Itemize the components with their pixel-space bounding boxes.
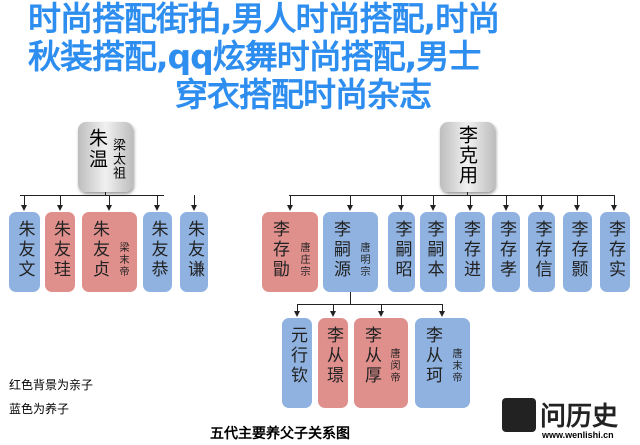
person-box: 朱友谦 bbox=[180, 212, 208, 292]
person-box: 李嗣源唐明宗 bbox=[323, 212, 378, 292]
overlay-text-line-3: 穿衣搭配时尚杂志 bbox=[175, 75, 432, 114]
person-box: 李存孝 bbox=[492, 212, 520, 292]
arrow-icon bbox=[467, 195, 473, 211]
person-title: 梁末帝 bbox=[117, 242, 128, 278]
connector-line bbox=[20, 195, 164, 196]
person-box: 李存勖唐庄宗 bbox=[262, 212, 318, 292]
overlay-text-line-2: 秋装搭配,qq炫舞时尚搭配,男士 bbox=[28, 37, 481, 76]
arrow-icon bbox=[378, 304, 384, 317]
arrow-icon bbox=[398, 195, 404, 211]
person-name: 朱友贞 bbox=[89, 220, 109, 280]
parent-box-li-keyong: 李克用 bbox=[440, 122, 495, 192]
person-box: 朱友贞梁末帝 bbox=[82, 212, 137, 292]
person-name: 李存实 bbox=[605, 220, 625, 280]
person-box: 朱友珪 bbox=[45, 212, 75, 292]
arrow-icon bbox=[330, 304, 336, 317]
person-name: 李嗣源 bbox=[330, 220, 350, 280]
arrow-icon bbox=[430, 195, 436, 211]
legend-blue: 蓝色为养子 bbox=[9, 402, 70, 416]
arrow-icon bbox=[294, 304, 300, 317]
caption: 五代主要养父子关系图 bbox=[210, 426, 350, 442]
arrow-icon bbox=[574, 195, 580, 211]
parent-name: 朱温 bbox=[86, 128, 108, 170]
person-box: 李存进 bbox=[455, 212, 485, 292]
parent-name: 李克用 bbox=[456, 125, 478, 185]
person-name: 元行钦 bbox=[287, 326, 307, 386]
person-title: 唐末帝 bbox=[450, 348, 461, 384]
parent-box-zhu-wen: 朱温 梁太祖 bbox=[78, 122, 133, 192]
connector-line bbox=[297, 304, 443, 305]
arrow-icon bbox=[538, 195, 544, 211]
overlay-text-line-1: 时尚搭配街拍,男人时尚搭配,时尚 bbox=[28, 0, 500, 38]
person-name: 朱友谦 bbox=[184, 220, 204, 280]
person-box: 李存颢 bbox=[563, 212, 592, 292]
person-name: 李嗣本 bbox=[423, 220, 444, 280]
person-title: 唐明宗 bbox=[358, 242, 369, 278]
person-name: 李存孝 bbox=[496, 220, 516, 280]
connector-line bbox=[105, 192, 106, 195]
arrow-icon bbox=[106, 195, 112, 211]
logo-url: www.wenlishi.cn bbox=[542, 430, 614, 440]
person-title: 唐闵帝 bbox=[388, 348, 399, 384]
person-title: 唐庄宗 bbox=[298, 242, 309, 278]
arrow-icon bbox=[154, 195, 160, 211]
parent-title: 梁太祖 bbox=[110, 138, 125, 180]
person-name: 李存信 bbox=[531, 220, 552, 280]
person-box: 李从璟 bbox=[318, 318, 348, 408]
arrow-icon bbox=[191, 195, 197, 211]
person-box: 李存实 bbox=[600, 212, 630, 292]
logo-text: 问历史 bbox=[540, 402, 619, 432]
person-box: 李从厚唐闵帝 bbox=[354, 318, 408, 408]
arrow-icon bbox=[503, 195, 509, 211]
arrow-icon bbox=[347, 195, 353, 211]
person-name: 李从璟 bbox=[323, 326, 343, 386]
arrow-icon bbox=[287, 195, 293, 211]
person-box: 李嗣本 bbox=[420, 212, 447, 292]
connector-line bbox=[289, 195, 615, 196]
person-name: 朱友珪 bbox=[50, 220, 70, 280]
person-name: 朱友文 bbox=[14, 220, 35, 280]
person-box: 朱友文 bbox=[9, 212, 40, 292]
connector-line bbox=[467, 192, 468, 195]
person-box: 李嗣昭 bbox=[388, 212, 415, 292]
person-name: 李存颢 bbox=[567, 220, 588, 280]
person-box: 李从珂唐末帝 bbox=[415, 318, 470, 408]
person-name: 李从厚 bbox=[361, 326, 381, 386]
arrow-icon bbox=[611, 195, 617, 211]
logo: 问历史 www.wenlishi.cn bbox=[500, 396, 640, 445]
person-box: 李存信 bbox=[528, 212, 555, 292]
person-box: 朱友恭 bbox=[143, 212, 172, 292]
connector-line bbox=[350, 292, 351, 304]
arrow-icon bbox=[21, 195, 27, 211]
person-name: 朱友恭 bbox=[147, 220, 168, 280]
arrow-icon bbox=[439, 304, 445, 317]
person-name: 李存进 bbox=[460, 220, 480, 280]
person-name: 李存勖 bbox=[269, 220, 289, 280]
logo-seal-icon bbox=[502, 398, 536, 432]
arrow-icon bbox=[57, 195, 63, 211]
legend-red: 红色背景为亲子 bbox=[9, 378, 94, 392]
person-name: 李从珂 bbox=[422, 326, 442, 386]
person-name: 李嗣昭 bbox=[391, 220, 412, 280]
person-box: 元行钦 bbox=[282, 318, 312, 408]
